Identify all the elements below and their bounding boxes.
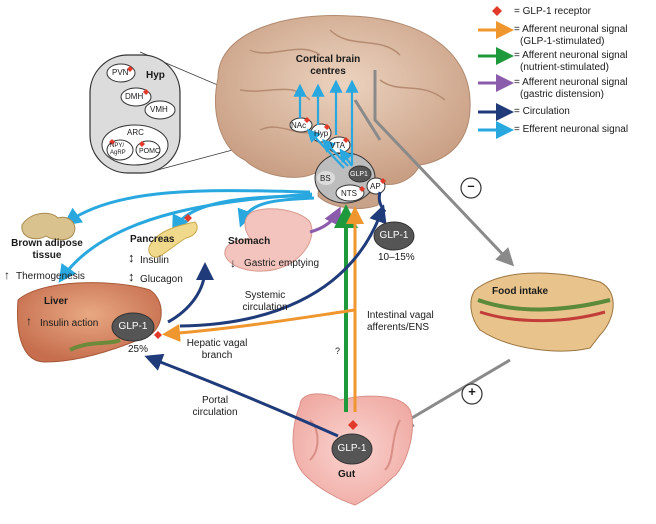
minus-circle [460,177,482,199]
glp1-oval-gut [331,433,373,465]
hepatic-label-1: Hepatic vagal [186,338,248,349]
glucagon-arrow: ↕ [128,269,135,284]
efferent-brain-arrows [293,79,359,169]
nac-label: NAc [291,121,307,130]
legend-navy: = Circulation [514,106,570,117]
thermogenesis-arrow: ↑ [4,268,10,282]
glp1-afferent-arrows [162,206,364,412]
efferent-organ-arrows [58,189,315,283]
cortical-label-2: centres [310,66,346,77]
hepatic-label-2: branch [201,350,233,361]
liver-receptor [154,331,162,339]
vmh-label: VMH [150,105,168,114]
food-intake-arrows [353,70,515,429]
glucagon-label: Glucagon [140,274,183,285]
legend-green-sub: (nutrient-stimulated) [520,62,609,73]
intestinal-label-1: Intestinal vagal [367,310,434,321]
plus-circle [461,383,483,405]
gastric-distension-arrow [309,206,341,234]
intestinal-label-2: afferents/ENS [367,322,430,333]
food-intake-label: Food intake [492,286,549,297]
bs-label: BS [320,174,331,183]
pancreas-label: Pancreas [130,234,175,245]
bat-label-1: Brown adipose [11,238,83,249]
nts-label: NTS [341,189,357,198]
dmh-label: DMH [125,92,144,101]
legend-purple-sub: (gastric distension) [520,89,604,100]
minus-label: – [467,178,475,193]
stomach-shape [224,208,313,272]
insulin-action-arrow: ↑ [26,314,32,328]
gastric-arrow: ↓ [230,256,236,270]
insulin-action-label: Insulin action [40,318,99,329]
gut-receptor [348,420,358,430]
plus-label: + [468,384,476,399]
gastric-emptying-label: Gastric emptying [244,258,320,269]
hyp-inset-title: Hyp [146,70,165,81]
glp1-brain-label: GLP1 [350,171,368,178]
hyp-inset [89,51,301,174]
circulation-arrows [144,191,387,438]
percent-liver: 25% [128,344,149,355]
pancreas-shape [148,214,198,258]
portal-label-1: Portal [201,395,229,406]
legend-cyan: = Efferent neuronal signal [514,124,629,135]
legend-symbols [478,6,514,139]
percent-brain: 10–15% [378,252,415,263]
legend-green: = Afferent neuronal signal [514,50,628,61]
systemic-label-1: Systemic [244,290,286,301]
brown-adipose-shape [21,212,76,241]
legend-orange: = Afferent neuronal signal [514,24,628,35]
glp1-liver-oval-label: GLP-1 [118,321,148,332]
systemic-label-2: circulation [242,302,288,313]
agrp-label: AgRP [110,150,126,156]
bat-label-2: tissue [32,250,62,261]
arc-label: ARC [127,128,144,137]
liver-label: Liver [44,296,68,307]
gut-label: Gut [338,469,356,480]
pvn-label: PVN [112,68,129,77]
cortical-label-1: Cortical brain [295,54,361,65]
glp1-brain-oval-label: GLP-1 [379,230,409,241]
glp1-oval-liver [111,312,155,342]
legend-receptor: = GLP-1 receptor [514,6,591,17]
insulin-label: Insulin [140,255,169,266]
question-label: ? [335,346,341,356]
legend-purple: = Afferent neuronal signal [514,77,628,88]
portal-label-2: circulation [192,407,238,418]
pomc-label: POMC [139,148,160,155]
legend-orange-sub: (GLP-1-stimulated) [520,36,605,47]
npy-label: NPY/ [110,143,125,149]
thermogenesis-label: Thermogenesis [16,271,85,282]
stomach-label: Stomach [228,236,271,247]
vta-label: VTA [330,141,345,150]
brain [215,14,471,209]
ap-label: AP [370,182,381,191]
sandwich-shape [470,272,614,352]
glp1-oval-brain [373,221,415,251]
glp1-gut-oval-label: GLP-1 [337,443,367,454]
insulin-arrow: ↕ [128,250,135,265]
brain-hyp-label: Hyp [314,129,329,138]
